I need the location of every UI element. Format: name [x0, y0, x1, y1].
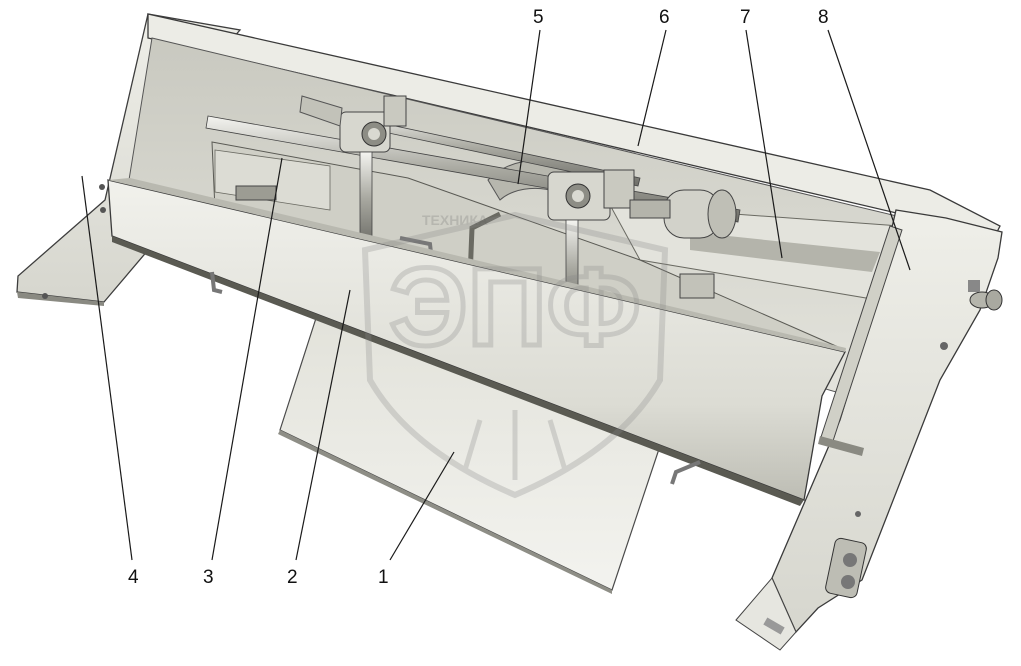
leader-line-5: [517, 29, 541, 185]
wheat-icon: [462, 410, 568, 480]
callout-8: 8: [818, 7, 829, 28]
callout-6: 6: [659, 7, 670, 28]
callout-5: 5: [533, 7, 544, 28]
callout-4: 4: [128, 567, 139, 588]
leader-line-4: [81, 175, 133, 561]
watermark: ЭПФ ТЕХНИКА: [361, 211, 669, 499]
front-beam: [107, 178, 846, 506]
leader-lines: [81, 29, 911, 561]
left-bearing-bracket: [299, 95, 407, 245]
watermark-logo: ЭПФ: [389, 246, 640, 369]
right-hinge: [968, 280, 1003, 311]
right-side-panel: [735, 209, 1003, 651]
leader-line-2: [295, 289, 351, 561]
callout-3: 3: [203, 567, 214, 588]
callout-2: 2: [287, 567, 298, 588]
leader-line-3: [211, 157, 283, 561]
cylinder: [629, 189, 737, 239]
leader-line-6: [637, 29, 667, 147]
hinge-bracket: [825, 537, 867, 599]
callout-7: 7: [740, 7, 751, 28]
watermark-small-text: ТЕХНИКА: [422, 212, 488, 228]
leader-line-1: [389, 451, 455, 561]
leader-line-8: [827, 29, 911, 271]
leader-line-7: [745, 29, 783, 259]
callout-1: 1: [378, 567, 389, 588]
